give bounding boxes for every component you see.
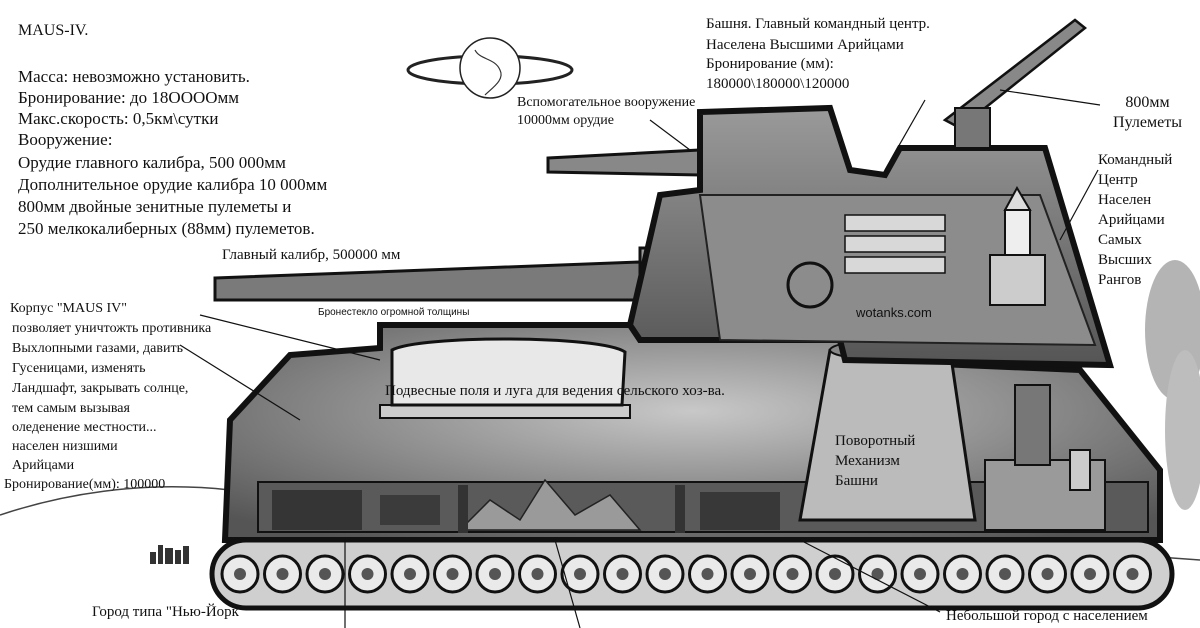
hull-label-6: тем самым вызывая <box>12 401 130 416</box>
wheel-hub <box>616 568 629 580</box>
planet-icon <box>406 37 574 99</box>
spec-line-7: 800мм двойные зенитные пулеметы и <box>18 197 292 216</box>
hull-label-9: Арийцами <box>12 458 75 473</box>
command-center-tower <box>989 185 1046 306</box>
landscape <box>458 478 685 533</box>
hull-label-10: Бронирование(мм): 100000 <box>4 477 166 492</box>
wheel-hub <box>234 568 246 580</box>
wheel-hub <box>276 568 289 580</box>
spec-line-5: Орудие главного калибра, 500 000мм <box>18 153 286 172</box>
command-label-2: Центр <box>1098 172 1138 188</box>
spec-line-1: Масса: невозможно установить. <box>18 67 250 86</box>
spec-line-4: Вооружение: <box>18 130 113 149</box>
wheel-hub <box>1084 568 1096 580</box>
wheel-hub <box>1126 568 1139 580</box>
command-label-6: Высших <box>1098 252 1152 268</box>
hull-label-5: Ландшафт, закрывать солнце, <box>12 381 189 396</box>
new-york-label: Город типа "Нью-Йорк" <box>92 604 246 620</box>
turret-label-1: Башня. Главный командный центр. <box>706 16 930 32</box>
wheel-hub <box>446 568 459 580</box>
wheel-hub <box>574 568 586 580</box>
small-city-label: Небольшой город с населением <box>946 608 1148 624</box>
wheel-hub <box>361 568 374 580</box>
turret <box>626 104 1115 369</box>
mg-label-1: 800мм <box>1125 94 1170 111</box>
wheel-hub <box>786 568 799 580</box>
leader-lines <box>179 89 1101 628</box>
wheel-hub <box>999 568 1011 580</box>
hanging-fields <box>379 337 631 419</box>
hull-label-2: позволяет уничтожть противника <box>12 321 212 336</box>
small-city <box>984 384 1106 531</box>
aa-machine-gun <box>942 18 1088 149</box>
wheel-hub <box>531 568 544 580</box>
spec-line-2: Бронирование: до 18ОООOмм <box>18 88 240 107</box>
rotation-label-2: Механизм <box>835 453 900 469</box>
tank-hull <box>221 322 1163 543</box>
spec-line-3: Макс.скорость: 0,5км\сутки <box>18 109 219 128</box>
ground-line <box>0 486 1200 561</box>
hull-label-1: Корпус "MAUS IV" <box>10 301 128 316</box>
fields-label: Подвесные поля и луга для ведения сельск… <box>385 383 725 399</box>
turret-label-2: Населена Высшими Арийцами <box>706 37 904 53</box>
wheel-hub <box>489 568 501 580</box>
turret-label-4: 180000\180000\120000 <box>706 76 850 92</box>
command-label-1: Командный <box>1098 152 1173 168</box>
wheel-hub <box>914 568 926 580</box>
command-label-5: Самых <box>1098 232 1142 248</box>
turret-rotation-mechanism <box>798 339 977 522</box>
turret-label-3: Бронирование (мм): <box>706 56 834 72</box>
hull-label-7: оледенение местности... <box>12 420 157 435</box>
wheel-hub <box>956 568 969 580</box>
rotation-label-3: Башни <box>835 473 878 489</box>
spec-line-6: Дополнительное орудие калибра 10 000мм <box>18 175 328 194</box>
wheel-hub <box>1041 568 1054 580</box>
aux-gun-label-1: Вспомогательное вооружение <box>517 95 696 110</box>
command-label-4: Арийцами <box>1098 212 1165 228</box>
tank-title: MAUS-IV. <box>18 22 89 39</box>
hull-label-8: населен низшими <box>12 439 118 454</box>
spec-line-8: 250 мелкокалиберных (88мм) пулеметов. <box>18 219 315 238</box>
new-york-city <box>150 545 189 564</box>
watermark: wotanks.com <box>856 305 932 320</box>
command-label-3: Населен <box>1098 192 1152 208</box>
wheel-hub <box>319 568 331 580</box>
main-gun-label: Главный калибр, 500000 мм <box>222 247 401 263</box>
aux-gun <box>546 148 702 177</box>
hull-label-4: Гусеницами, изменять <box>12 361 146 376</box>
wheel-hub <box>404 568 416 580</box>
smoke <box>1145 260 1200 510</box>
aux-gun-label-2: 10000мм орудие <box>517 113 614 128</box>
rotation-label-1: Поворотный <box>835 433 916 449</box>
tracks <box>209 537 1175 611</box>
wheel-hub <box>701 568 714 580</box>
mg-label-2: Пулеметы <box>1113 114 1182 131</box>
wheel-hub <box>829 568 841 580</box>
wheel-hub <box>659 568 671 580</box>
hull-label-3: Выхлопными газами, давить <box>12 341 183 356</box>
glass-label: Бронестекло огромной толщины <box>318 307 470 318</box>
wheel-hub <box>744 568 756 580</box>
wheel-hub <box>871 568 884 580</box>
command-label-7: Рангов <box>1098 272 1142 288</box>
